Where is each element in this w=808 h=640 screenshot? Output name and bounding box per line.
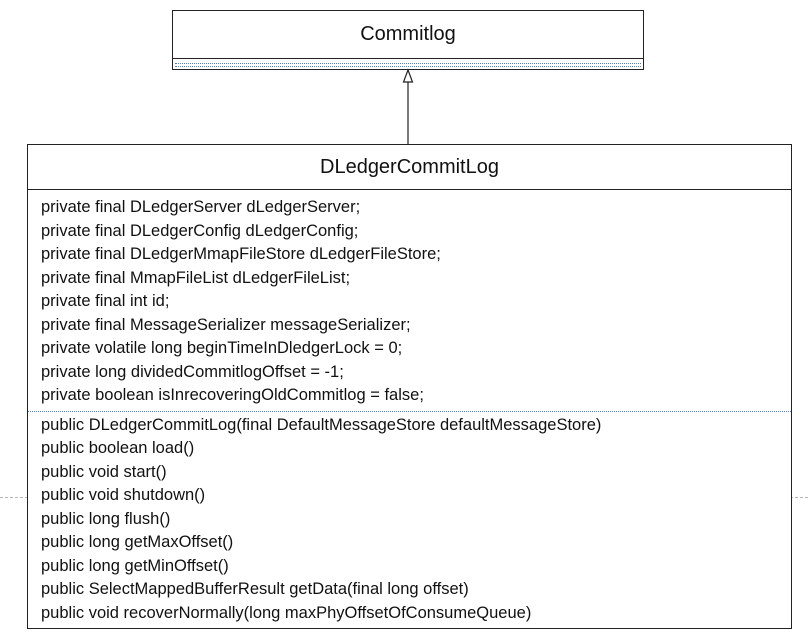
method-flush: public long flush()	[41, 509, 171, 528]
class-commitlog[interactable]: Commitlog	[172, 10, 644, 70]
method-load: public boolean load()	[41, 439, 195, 457]
field-dledger-server: private final DLedgerServer dLedgerServe…	[41, 198, 361, 216]
method-start: public void start()	[41, 462, 167, 481]
method-get-max-offset: public long getMaxOffset()	[41, 533, 234, 551]
field-divided-commitlog-offset: private long dividedCommitlogOffset = -1…	[41, 362, 344, 381]
field-message-serializer: private final MessageSerializer messageS…	[41, 315, 411, 334]
field-is-inrecovering-old-commitlog: private boolean isInrecoveringOldCommitl…	[41, 386, 424, 404]
clipped-bottom-artifact	[462, 626, 792, 636]
field-list: private final DLedgerServer dLedgerServe…	[28, 190, 791, 408]
method-recover-normally: public void recoverNormally(long maxPhyO…	[41, 603, 532, 622]
method-shutdown: public void shutdown()	[41, 486, 206, 504]
method-get-min-offset: public long getMinOffset()	[41, 556, 229, 575]
class-name-commitlog: Commitlog	[173, 11, 643, 59]
method-constructor: public DLedgerCommitLog(final DefaultMes…	[41, 415, 602, 434]
method-get-data: public SelectMappedBufferResult getData(…	[41, 580, 469, 598]
attributes-separator	[175, 63, 641, 64]
field-id: private final int id;	[41, 292, 170, 310]
method-list: public DLedgerCommitLog(final DefaultMes…	[28, 410, 791, 626]
field-dledger-config: private final DLedgerConfig dLedgerConfi…	[41, 221, 359, 240]
field-dledger-file-list: private final MmapFileList dLedgerFileLi…	[41, 268, 351, 287]
class-dledgercommitlog[interactable]: DLedgerCommitLog private final DLedgerSe…	[27, 144, 792, 629]
class-name-dledgercommitlog: DLedgerCommitLog	[28, 145, 791, 190]
methods-separator	[175, 66, 641, 67]
field-dledger-file-store: private final DLedgerMmapFileStore dLedg…	[41, 245, 441, 263]
inheritance-arrowhead	[402, 68, 414, 83]
field-begin-time-in-dledger-lock: private volatile long beginTimeInDledger…	[41, 339, 403, 357]
